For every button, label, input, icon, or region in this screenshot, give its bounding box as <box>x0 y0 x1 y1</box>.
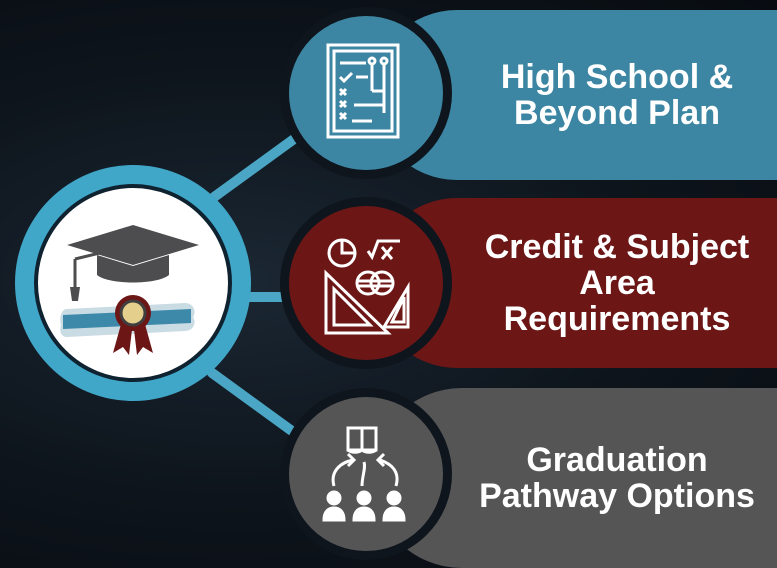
graduation-cap-diploma-icon <box>60 225 199 355</box>
connector-line-2 <box>225 292 305 302</box>
step-2-circle <box>280 197 452 369</box>
hub-inner-circle <box>34 184 232 382</box>
step-1-label: High School & Beyond Plan <box>500 58 734 132</box>
math-tools-icon <box>324 238 410 335</box>
pathway-people-icon <box>322 426 406 522</box>
hub-circle <box>15 165 251 401</box>
checklist-plan-icon <box>326 43 400 139</box>
connector-line-3 <box>205 365 304 442</box>
connector-line-1 <box>207 131 302 205</box>
step-3-label: Graduation Pathway Options <box>479 441 755 515</box>
step-2-label: Credit & Subject Area Requirements <box>484 228 750 338</box>
step-3-circle <box>280 388 452 560</box>
step-1-circle <box>280 7 452 179</box>
